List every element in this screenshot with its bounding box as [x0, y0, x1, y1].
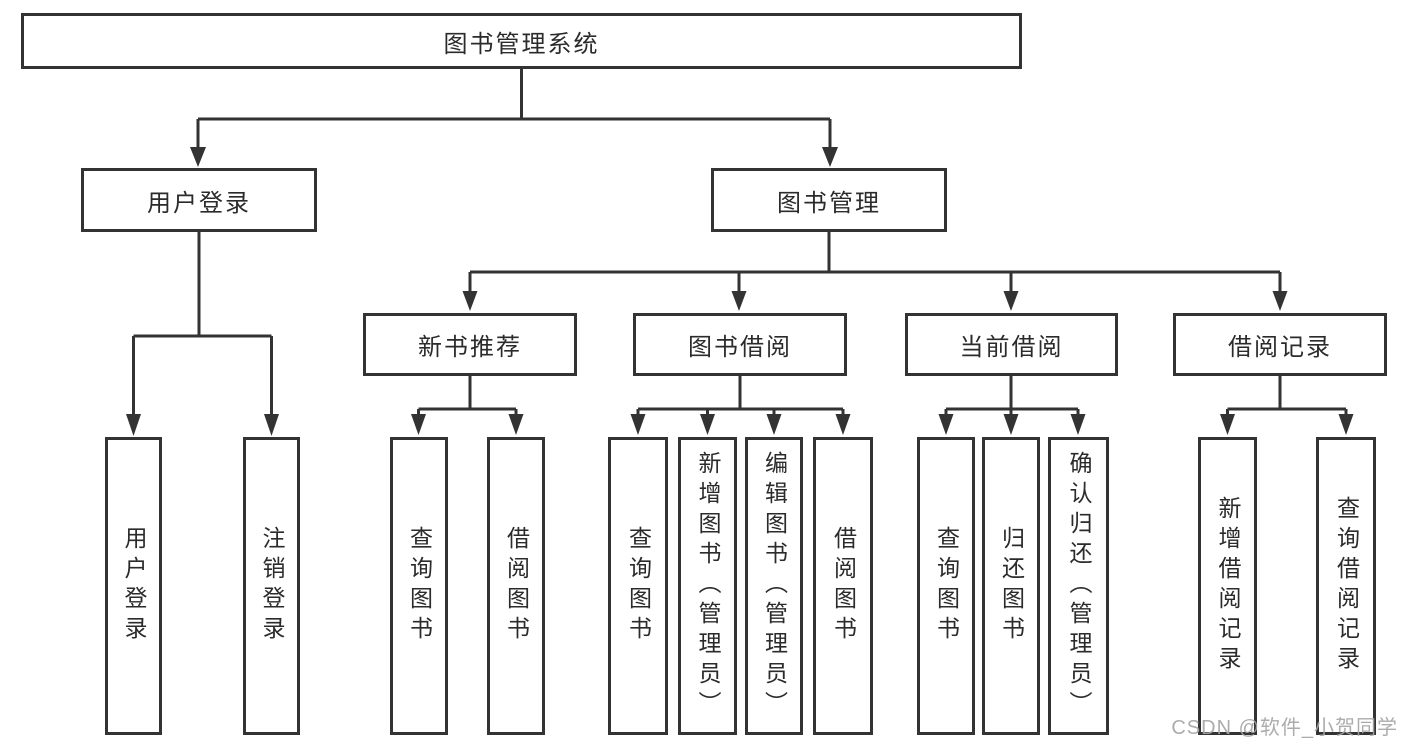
connector-user-login-children — [132, 232, 273, 416]
leaf-bb-edit-book-admin-label: 编辑图书（管理员） — [761, 451, 788, 721]
leaf-bb-add-book-admin-label: 新增图书（管理员） — [695, 451, 721, 721]
watermark: CSDN @软件_小贺同学 — [1171, 717, 1398, 739]
node-book-management-label: 图书管理 — [777, 189, 881, 217]
leaf-bb-edit-book-admin: 编辑图书（管理员） — [745, 437, 803, 735]
leaf-logout-login-label: 注销登录 — [259, 526, 285, 646]
arrowheads — [126, 147, 1354, 436]
leaf-nbr-query-book-label: 查询图书 — [406, 526, 433, 646]
node-book-borrow: 图书借阅 — [633, 313, 847, 376]
leaf-cb-confirm-return-admin: 确认归还（管理员） — [1048, 437, 1109, 735]
node-current-borrow: 当前借阅 — [905, 313, 1118, 376]
leaf-bb-query-book-label: 查询图书 — [625, 526, 652, 646]
node-current-borrow-label: 当前借阅 — [959, 334, 1064, 361]
connector-book-borrow-children — [636, 376, 845, 415]
leaf-bb-borrow-book: 借阅图书 — [813, 437, 873, 735]
leaf-cb-query-book: 查询图书 — [917, 437, 975, 735]
connector-borrow-records-children — [1226, 376, 1348, 415]
leaf-bb-borrow-book-label: 借阅图书 — [830, 526, 857, 646]
leaf-nbr-query-book: 查询图书 — [390, 437, 448, 735]
leaf-cb-return-book: 归还图书 — [982, 437, 1040, 735]
leaf-br-add-record: 新增借阅记录 — [1198, 437, 1257, 735]
leaf-cb-query-book-label: 查询图书 — [933, 526, 960, 646]
connector-book-management-children — [468, 232, 1282, 293]
leaf-br-query-record: 查询借阅记录 — [1316, 437, 1376, 735]
node-book-borrow-label: 图书借阅 — [688, 334, 792, 361]
node-library-management-system-label: 图书管理系统 — [443, 30, 600, 58]
node-user-login: 用户登录 — [81, 168, 317, 232]
leaf-br-add-record-label: 新增借阅记录 — [1215, 496, 1241, 676]
leaf-bb-query-book: 查询图书 — [608, 437, 668, 735]
connector-current-borrow-children — [944, 376, 1080, 415]
leaf-user-login-label: 用户登录 — [121, 526, 147, 646]
leaf-br-query-record-label: 查询借阅记录 — [1333, 496, 1360, 676]
node-borrow-records-label: 借阅记录 — [1228, 334, 1332, 361]
leaf-nbr-borrow-book: 借阅图书 — [487, 437, 545, 735]
node-book-management: 图书管理 — [711, 168, 947, 232]
leaf-nbr-borrow-book-label: 借阅图书 — [503, 526, 530, 646]
leaf-cb-confirm-return-admin-label: 确认归还（管理员） — [1066, 451, 1092, 721]
node-user-login-label: 用户登录 — [147, 189, 251, 217]
connector-new-book-recommend-children — [417, 376, 518, 415]
leaf-cb-return-book-label: 归还图书 — [998, 526, 1025, 646]
leaf-logout-login: 注销登录 — [243, 437, 300, 735]
node-new-book-recommend: 新书推荐 — [363, 313, 577, 376]
leaf-user-login: 用户登录 — [105, 437, 162, 735]
node-borrow-records: 借阅记录 — [1173, 313, 1387, 376]
connector-root-to-level2 — [196, 69, 832, 149]
node-new-book-recommend-label: 新书推荐 — [418, 334, 522, 361]
leaf-bb-add-book-admin: 新增图书（管理员） — [678, 437, 737, 735]
node-library-management-system: 图书管理系统 — [21, 13, 1022, 69]
